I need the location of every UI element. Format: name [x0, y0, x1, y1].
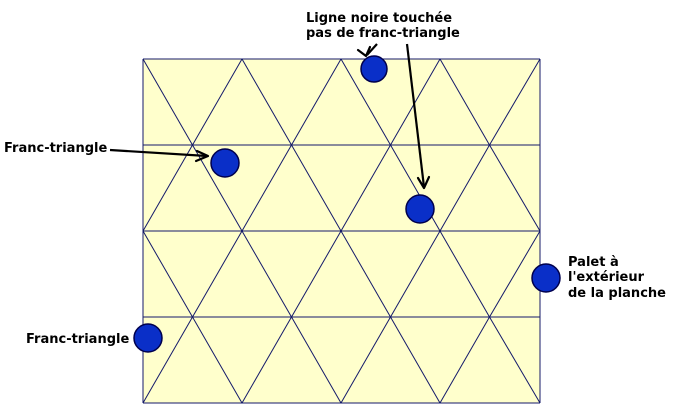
- puck-franc-triangle-upper: [210, 148, 240, 178]
- grid-diagonal-line: [489, 230, 541, 318]
- grid-diagonal-line: [340, 144, 391, 232]
- grid-diagonal-line: [439, 230, 490, 318]
- puck-on-line: [405, 194, 435, 224]
- grid-diagonal-line: [291, 230, 342, 318]
- grid-diagonal-line: [340, 316, 391, 404]
- grid-diagonal-line: [291, 144, 342, 232]
- grid-diagonal-line: [192, 316, 243, 404]
- label-touched-line-2: pas de franc-triangle: [306, 26, 460, 41]
- arrows: [109, 43, 431, 190]
- grid-diagonal-line: [291, 316, 342, 404]
- arrow-head-franc-puck: [194, 149, 210, 163]
- grid-diagonal-line: [489, 316, 541, 404]
- grid-diagonal-line: [390, 230, 441, 318]
- grid-diagonal-line: [489, 58, 541, 146]
- grid-diagonal-line: [439, 144, 490, 232]
- arrow-head-top-puck: [356, 45, 372, 58]
- grid-diagonal-line: [340, 230, 391, 318]
- grid-diagonal-line: [390, 316, 441, 404]
- triangle-grid: [142, 58, 541, 404]
- arrow-to-line-puck: [405, 43, 426, 188]
- puck-touching-line-top: [360, 55, 388, 83]
- puck-outside-board: [531, 263, 561, 293]
- grid-diagonal-line: [142, 316, 193, 404]
- grid-diagonal-line: [192, 58, 243, 146]
- arrow-head-line-puck: [416, 175, 431, 190]
- grid-diagonal-line: [439, 58, 490, 146]
- arrow-to-top-puck: [366, 43, 378, 56]
- grid-diagonal-line: [241, 58, 292, 146]
- grid-diagonal-line: [241, 316, 292, 404]
- grid-diagonal-line: [340, 58, 391, 146]
- grid-diagonal-line: [489, 144, 541, 232]
- label-franc-triangle-upper: Franc-triangle: [4, 141, 107, 156]
- arrow-to-franc-puck: [109, 148, 208, 158]
- grid-diagonal-line: [291, 58, 342, 146]
- grid-diagonal-line: [241, 144, 292, 232]
- grid-diagonal-line: [142, 58, 193, 146]
- grid-diagonal-line: [439, 316, 490, 404]
- label-touched-line-1: Ligne noire touchée: [306, 11, 452, 26]
- label-outside-board-3: de la planche: [568, 286, 666, 301]
- grid-diagonal-line: [142, 230, 193, 318]
- label-outside-board-1: Palet à: [568, 255, 619, 270]
- annotation-labels: Ligne noire touchée pas de franc-triangl…: [4, 11, 666, 347]
- grid-diagonal-line: [142, 144, 193, 232]
- grid-diagonal-line: [192, 230, 243, 318]
- puck-franc-triangle-lower: [133, 323, 163, 353]
- label-franc-triangle-lower: Franc-triangle: [26, 332, 129, 347]
- grid-diagonal-line: [390, 58, 441, 146]
- pucks: [133, 55, 561, 353]
- grid-diagonal-line: [241, 230, 292, 318]
- label-outside-board-2: l'extérieur: [568, 270, 645, 285]
